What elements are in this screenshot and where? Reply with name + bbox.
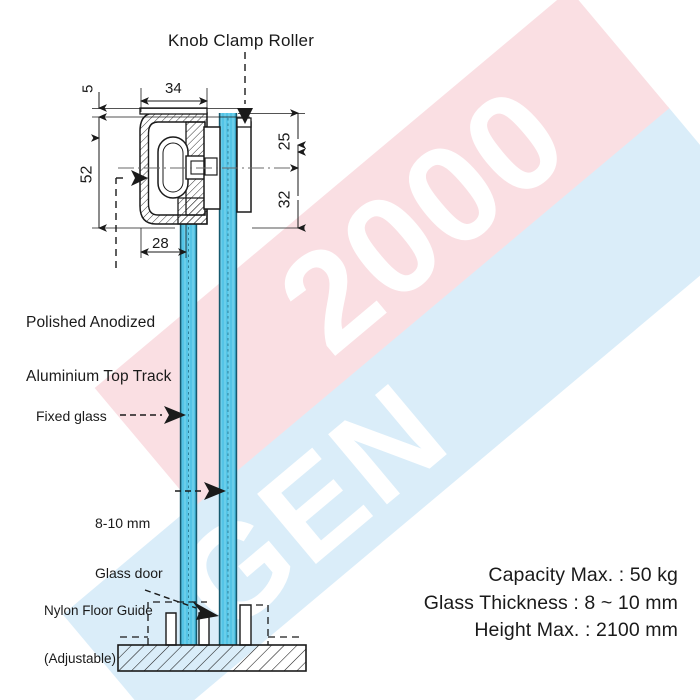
specification-block: Capacity Max. : 50 kg Glass Thickness : … <box>424 562 678 645</box>
callout-nylon-guide-line2: (Adjustable) <box>44 650 117 666</box>
glass-door-panel <box>218 113 238 645</box>
callout-nylon-floor-guide: Nylon Floor Guide (Adjustable) <box>44 571 153 698</box>
leader-top-track <box>115 170 148 268</box>
dimension-width-34 <box>140 88 208 118</box>
spec-glass-thickness: Glass Thickness : 8 ~ 10 mm <box>423 591 678 614</box>
callout-top-track-line2: Aluminium Top Track <box>26 368 172 386</box>
dimension-base-28 <box>140 224 187 258</box>
spec-height: Height Max. : 2100 mm <box>474 619 678 642</box>
dimension-label-34: 34 <box>165 80 182 97</box>
dimension-label-28: 28 <box>152 235 169 252</box>
callout-top-track-line1: Polished Anodized <box>26 313 156 331</box>
clamp-knob-screw <box>204 157 218 176</box>
leader-fixed-glass <box>120 406 186 424</box>
callout-glass-door-line2: Glass door <box>95 564 163 581</box>
callout-glass-door-line1: 8-10 mm <box>95 515 151 532</box>
fixed-glass-panel <box>179 200 198 645</box>
callout-nylon-guide-line1: Nylon Floor Guide <box>44 602 153 618</box>
leader-knob-clamp-roller <box>237 52 253 124</box>
leader-glass-door <box>175 482 226 500</box>
callout-glass-door: 8-10 mm Glass door <box>95 482 163 614</box>
nylon-floor-guide <box>120 601 300 646</box>
floor-slab <box>117 644 307 672</box>
aluminium-top-track-profile <box>139 107 211 225</box>
dimension-lower-32 <box>252 164 306 232</box>
callout-top-track: Polished Anodized Aluminium Top Track <box>26 277 171 423</box>
dimension-height-52 <box>91 118 175 232</box>
leader-nylon-floor-guide <box>144 589 219 620</box>
dimension-label-52: 52 <box>78 165 96 184</box>
dimension-label-32: 32 <box>276 190 294 209</box>
dimension-label-25: 25 <box>276 132 294 151</box>
dimension-label-5: 5 <box>79 84 97 94</box>
callout-fixed-glass: Fixed glass <box>36 408 107 424</box>
spec-capacity: Capacity Max. : 50 kg <box>488 564 678 586</box>
page-title: Knob Clamp Roller <box>168 31 315 50</box>
